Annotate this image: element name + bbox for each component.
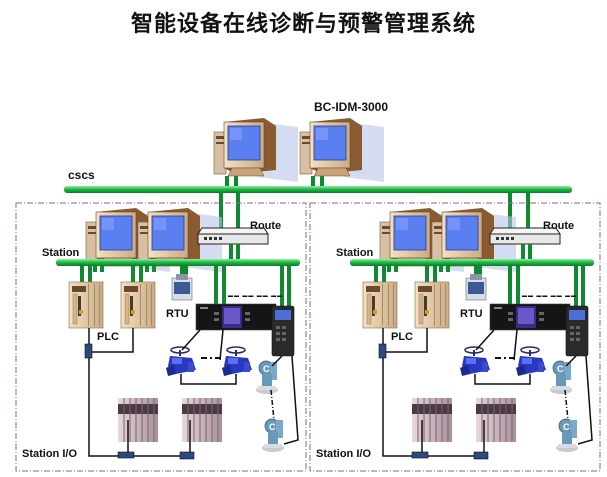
plc-icon (68, 281, 104, 329)
wiring (382, 328, 593, 457)
router-label: Route (543, 220, 575, 232)
station-1 (56, 207, 300, 460)
cscs-bus (64, 186, 572, 193)
plc-icon (120, 281, 156, 329)
rtu-label: RTU (460, 308, 483, 320)
network-label: cscs (68, 168, 95, 182)
panel-controller-icon (271, 305, 295, 357)
station-bus (56, 259, 300, 266)
valve-actuator-icon (221, 346, 253, 377)
router-uplinks (219, 192, 530, 232)
server-computer-2 (299, 117, 385, 183)
station-frame-2 (309, 202, 601, 472)
transmitter-icon (255, 360, 279, 395)
server-computer-1 (213, 117, 299, 183)
transmitter-icon (261, 418, 285, 453)
plc-label: PLC (97, 331, 119, 343)
station-io-label: Station I/O (316, 448, 371, 460)
plc-icon (414, 281, 450, 329)
transmitter-icon (555, 418, 579, 453)
io-module-icon (171, 273, 193, 301)
io-rack-icon (411, 397, 453, 443)
plc-label: PLC (391, 331, 413, 343)
server-links (225, 176, 324, 188)
diagram-title: 智能设备在线诊断与预警管理系统 (130, 12, 476, 37)
rtu-header: ▬▬ ▬▬ ▬▬ ▬▬ (228, 293, 284, 299)
panel-controller-icon (565, 305, 589, 357)
station-frame-1 (15, 202, 307, 472)
rtu-header: ▬▬ ▬▬ ▬▬ ▬▬ (522, 293, 578, 299)
station-2 (350, 207, 594, 460)
server-label: BC-IDM-3000 (314, 100, 389, 114)
wiring (88, 328, 299, 457)
io-rack-icon (181, 397, 223, 443)
valve-actuator-icon (459, 346, 491, 377)
valve-actuator-icon (515, 346, 547, 377)
io-rack-icon (475, 397, 517, 443)
station-label: Station (42, 247, 80, 259)
router-label: Route (250, 220, 282, 232)
rtu-label: RTU (166, 308, 189, 320)
station-io-label: Station I/O (22, 448, 77, 460)
io-module-icon (465, 273, 487, 301)
station-label: Station (336, 247, 374, 259)
plc-icon (362, 281, 398, 329)
station-bus (350, 259, 594, 266)
rtu-icon (195, 303, 277, 331)
io-rack-icon (117, 397, 159, 443)
rtu-icon (489, 303, 571, 331)
transmitter-icon (549, 360, 573, 395)
valve-actuator-icon (165, 346, 197, 377)
